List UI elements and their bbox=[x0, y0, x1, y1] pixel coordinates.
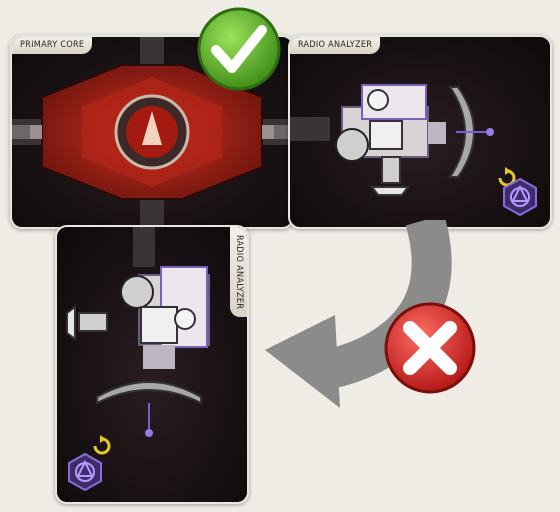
hexagon-emblem-icon bbox=[68, 452, 102, 492]
cross-icon bbox=[384, 302, 476, 394]
checkmark-icon bbox=[197, 7, 281, 91]
card-title: PRIMARY CORE bbox=[12, 37, 93, 54]
radio-analyzer-illustration bbox=[290, 84, 494, 196]
hexagon-emblem-icon bbox=[503, 177, 537, 217]
card-title: RADIO ANALYZER bbox=[290, 37, 381, 54]
rotate-icon bbox=[93, 435, 111, 455]
radio-analyzer-illustration bbox=[66, 227, 210, 437]
radio-analyzer-card-bottom: RADIO ANALYZER bbox=[55, 225, 249, 504]
radio-analyzer-card-top: RADIO ANALYZER bbox=[288, 35, 552, 229]
card-title: RADIO ANALYZER bbox=[230, 227, 247, 318]
primary-core-illustration bbox=[12, 37, 292, 227]
